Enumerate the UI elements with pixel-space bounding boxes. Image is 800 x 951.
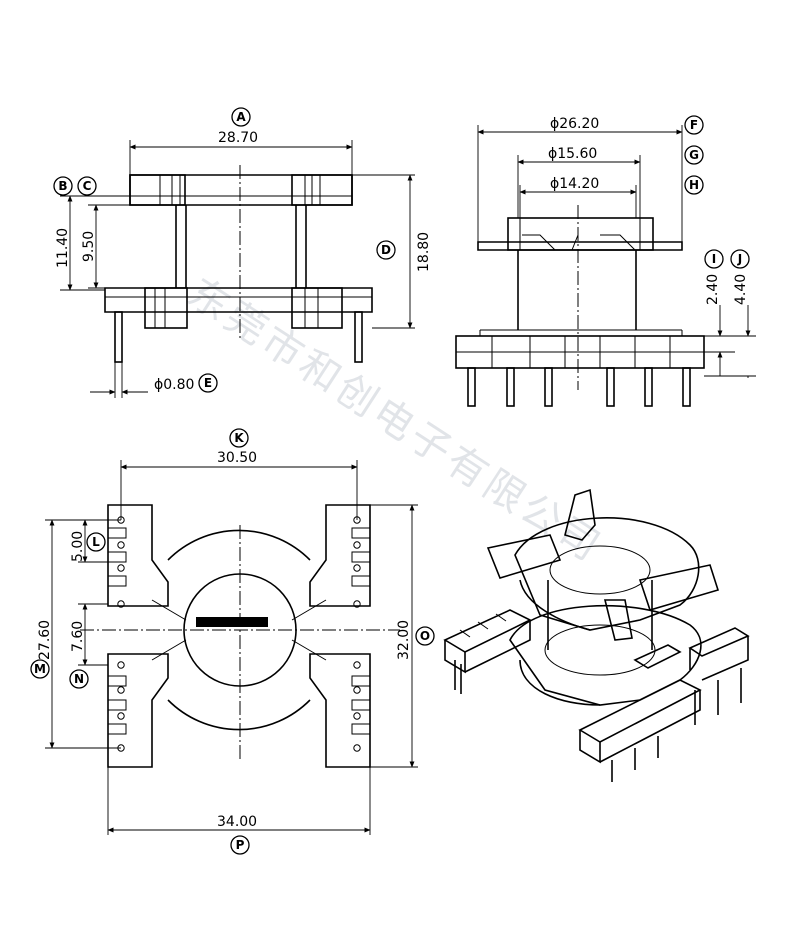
badge-P: P	[230, 835, 250, 855]
watermark: 东莞市和创电子有限公司	[180, 270, 611, 572]
badge-N: N	[69, 669, 89, 689]
badge-B: B	[53, 176, 73, 196]
svg-text:F: F	[690, 118, 698, 132]
badge-J: J	[730, 249, 750, 269]
side-view: ϕ26.20 ϕ15.60 ϕ14.20 2.40 4.40	[455, 116, 756, 407]
svg-text:C: C	[83, 179, 92, 193]
dim-E-value: ϕ0.80	[154, 377, 194, 393]
badge-layer: A B C D E F G H I J K L M N O P	[30, 107, 750, 855]
dim-D-value: 18.80	[416, 232, 432, 272]
badge-F: F	[684, 115, 704, 135]
svg-text:G: G	[689, 148, 699, 162]
dim-M-value: 27.60	[37, 620, 53, 660]
badge-I: I	[704, 249, 724, 269]
dim-A-value: 28.70	[218, 130, 258, 146]
dim-O-value: 32.00	[396, 620, 412, 660]
dim-K-value: 30.50	[217, 450, 257, 466]
dim-J-value: 4.40	[733, 274, 749, 305]
dim-F-value: ϕ26.20	[550, 116, 599, 132]
svg-text:I: I	[712, 252, 716, 266]
svg-text:B: B	[58, 179, 67, 193]
dim-G-value: ϕ15.60	[548, 146, 597, 162]
svg-text:L: L	[92, 535, 100, 549]
top-view: 30.50 34.00 32.00 27.60 5.00 7.60	[37, 450, 418, 835]
dim-C-value: 9.50	[81, 231, 97, 262]
svg-text:N: N	[74, 672, 84, 686]
svg-text:P: P	[236, 838, 245, 852]
front-view: 28.70 18.80 11.40 9.50 ϕ0.80	[55, 130, 432, 398]
badge-H: H	[684, 175, 704, 195]
dim-I-value: 2.40	[705, 274, 721, 305]
badge-A: A	[231, 107, 251, 127]
svg-text:H: H	[689, 178, 699, 192]
svg-text:D: D	[381, 243, 391, 257]
badge-C: C	[77, 176, 97, 196]
dim-B-value: 11.40	[55, 228, 71, 268]
badge-M: M	[30, 659, 50, 679]
svg-text:A: A	[236, 110, 246, 124]
isometric-view	[443, 488, 750, 782]
dim-P-value: 34.00	[217, 814, 257, 830]
svg-text:M: M	[34, 662, 46, 676]
dim-H-value: ϕ14.20	[550, 176, 599, 192]
badge-O: O	[415, 626, 435, 646]
badge-G: G	[684, 145, 704, 165]
badge-D: D	[376, 240, 396, 260]
svg-text:E: E	[204, 376, 212, 390]
badge-L: L	[86, 532, 106, 552]
svg-text:J: J	[737, 252, 742, 266]
badge-K: K	[229, 428, 249, 448]
svg-text:K: K	[234, 431, 244, 445]
dim-L-value: 5.00	[70, 531, 86, 562]
dim-N-value: 7.60	[70, 621, 86, 652]
svg-text:O: O	[420, 629, 430, 643]
badge-E: E	[198, 373, 218, 393]
